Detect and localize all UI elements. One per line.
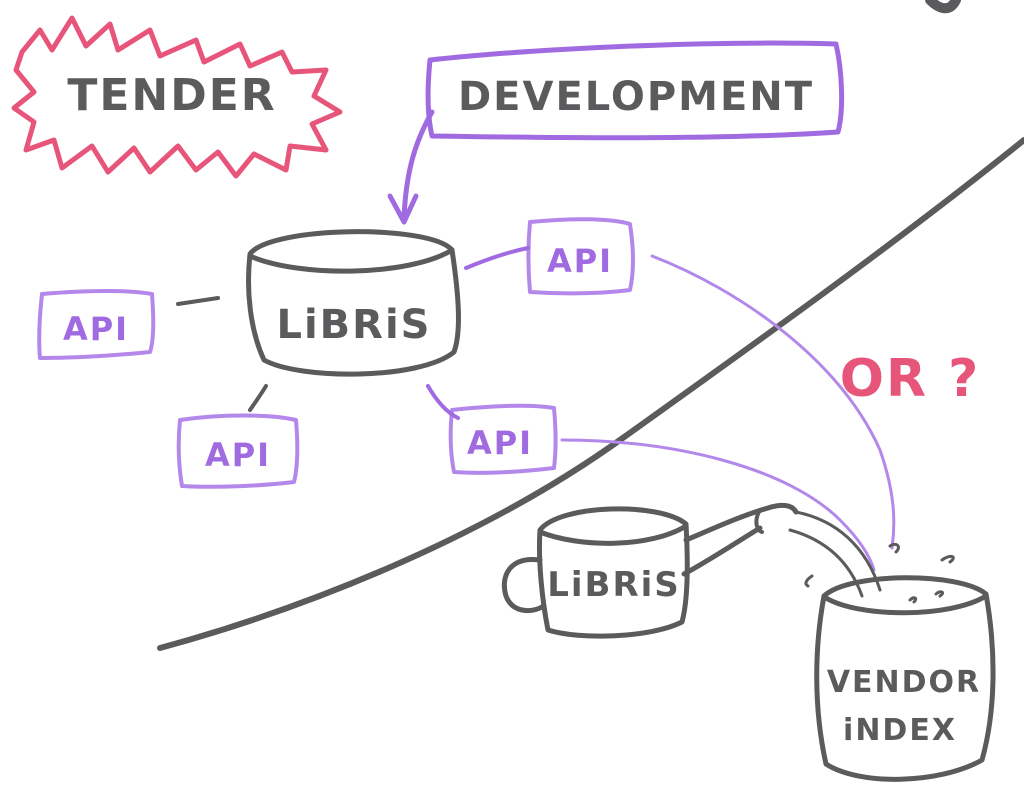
libris-main-label: LiBRiS <box>276 302 431 348</box>
pour-stream <box>788 510 955 604</box>
api-box-top-right: API <box>526 217 635 296</box>
tender-label: TENDER <box>67 70 276 121</box>
vendor-label-line1: VENDOR <box>827 665 981 700</box>
api-label: API <box>547 242 613 280</box>
connector-bottom-left <box>248 384 268 412</box>
vendor-label-line2: iNDEX <box>843 713 957 748</box>
api-box-left: API <box>37 289 156 360</box>
api-label: API <box>205 436 271 474</box>
connector-top-right <box>464 246 530 270</box>
libris-cup: LiBRiS <box>501 502 799 639</box>
api-label: API <box>467 424 533 462</box>
development-label: DEVELOPMENT <box>458 74 814 120</box>
tender-burst: TENDER <box>11 15 343 179</box>
vendor-index-bucket: VENDOR iNDEX <box>814 575 996 782</box>
api-flow-lines <box>560 254 896 572</box>
or-question-label: OR ? <box>840 349 981 409</box>
api-box-bottom-right: API <box>448 403 558 475</box>
connector-bottom-right <box>426 384 460 420</box>
libris-database: LiBRiS <box>246 229 461 377</box>
api-box-bottom-left: API <box>176 413 300 489</box>
top-right-doodle <box>925 0 961 14</box>
divider-line <box>157 137 1024 651</box>
libris-cup-label: LiBRiS <box>547 565 681 605</box>
connector-left <box>176 296 220 306</box>
development-arrow <box>387 109 435 225</box>
development-box: DEVELOPMENT <box>425 40 845 141</box>
api-label: API <box>63 310 129 348</box>
